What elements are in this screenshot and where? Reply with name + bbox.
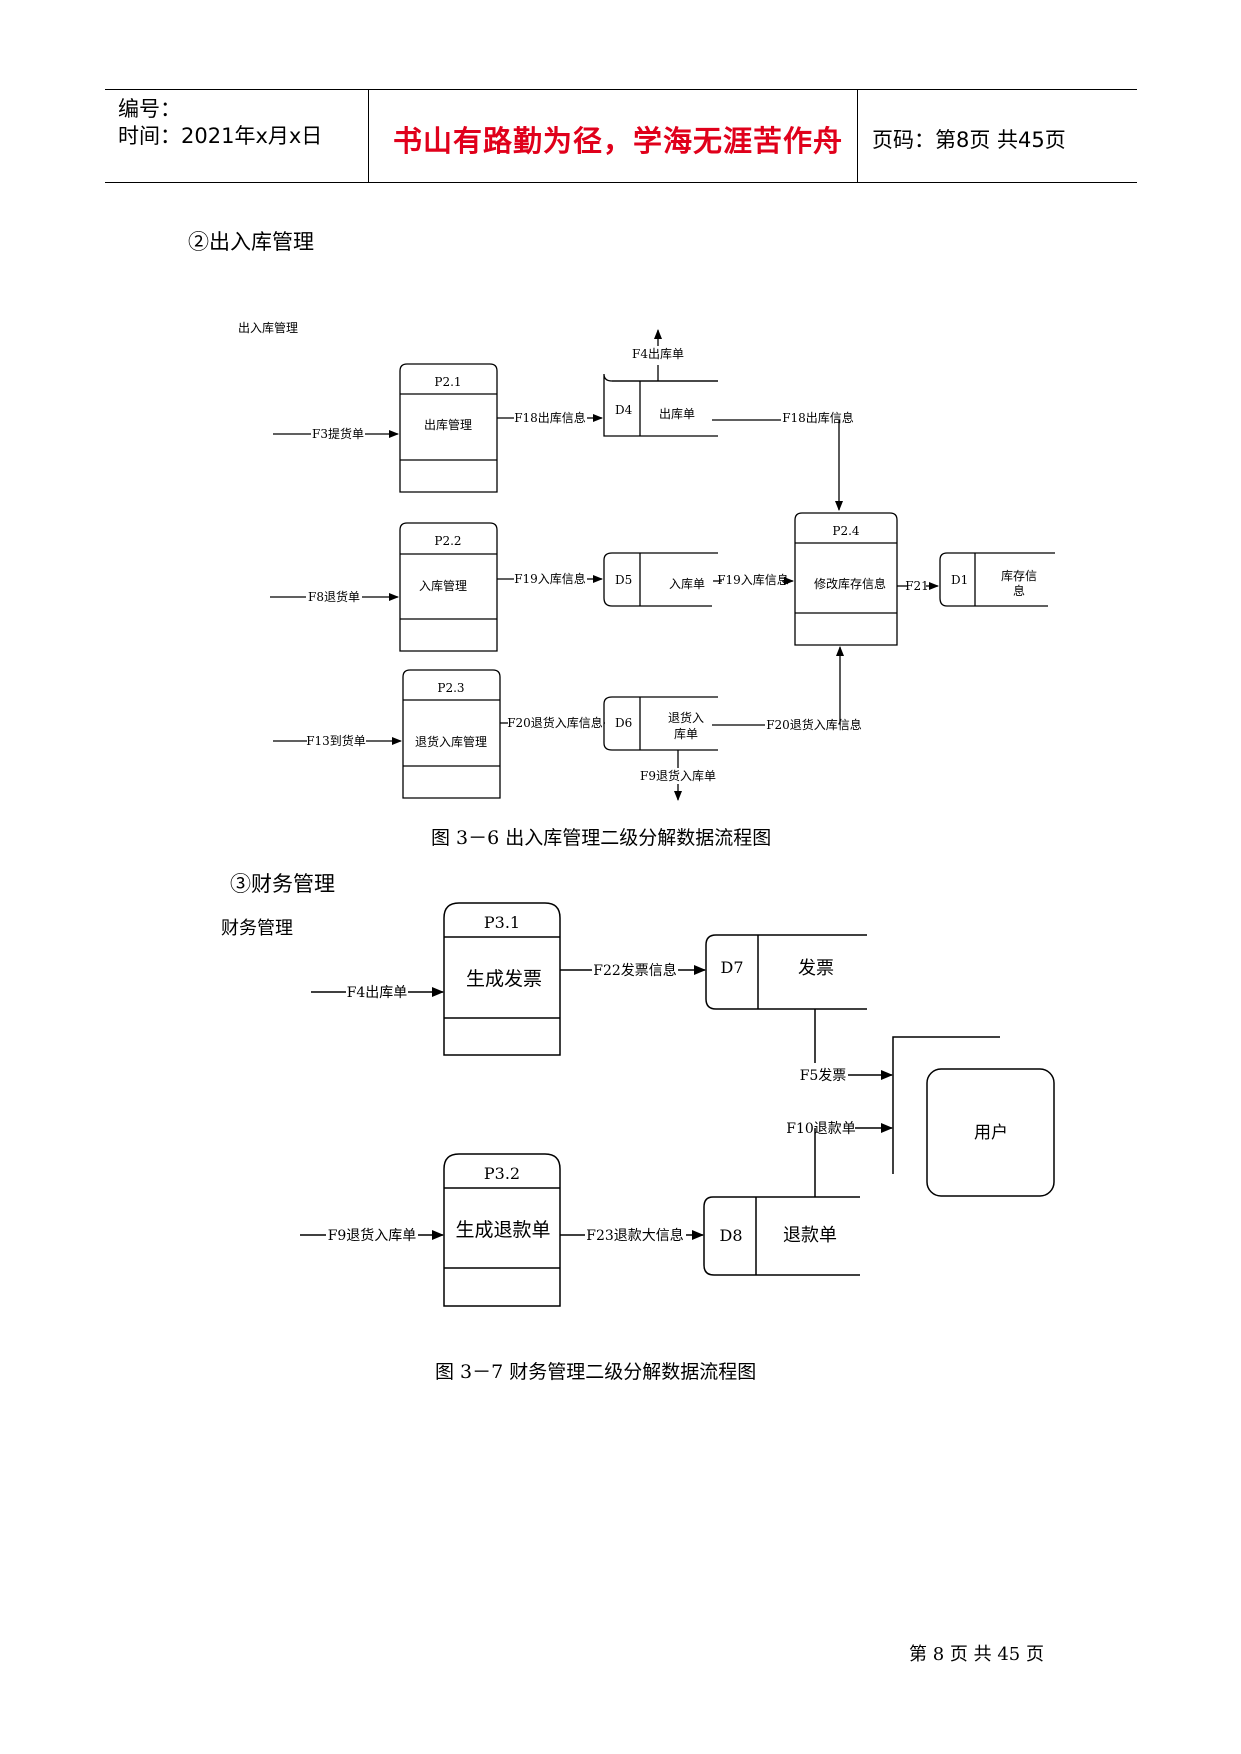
document-time-label: 时间：2021年x月x日 — [118, 124, 323, 148]
d6-id: D6 — [615, 716, 632, 730]
flow-f9-out: F9退货入库单 — [640, 768, 716, 783]
header-bottom-rule — [105, 182, 1137, 183]
process-p24 — [794, 512, 898, 646]
flow-f22: F22发票信息 — [593, 962, 677, 979]
flow-f10: F10退款单 — [786, 1121, 856, 1137]
flow-f5: F5发票 — [800, 1068, 847, 1084]
store-d5 — [603, 552, 718, 607]
flow-f13: F13到货单 — [306, 733, 366, 748]
d1-id: D1 — [951, 573, 968, 587]
process-p31 — [443, 902, 561, 1056]
p24-name: 修改库存信息 — [814, 576, 886, 591]
d5-id: D5 — [615, 573, 632, 587]
flow-f8: F8退货单 — [308, 589, 360, 604]
p21-id: P2.1 — [434, 375, 461, 389]
p22-name: 入库管理 — [419, 578, 467, 593]
inventory-dfd-diagram: 出入库管理 P2.1 出库管理 P2.2 入库管理 P2.3 退货入库管理 P2… — [238, 320, 1055, 801]
p23-id: P2.3 — [437, 681, 464, 695]
store-d8 — [703, 1196, 860, 1276]
process-p22 — [399, 522, 498, 652]
d8-id: D8 — [719, 1226, 742, 1245]
store-d7 — [705, 934, 867, 1010]
d7-id: D7 — [720, 958, 743, 977]
p32-id: P3.2 — [484, 1164, 520, 1183]
d6-name-1: 退货入 — [668, 710, 704, 725]
process-p21 — [399, 363, 498, 493]
entity-user-label: 用户 — [974, 1123, 1008, 1143]
flow-f19-a: F19入库信息 — [514, 571, 586, 586]
flow-f9-in: F9退货入库单 — [328, 1227, 417, 1244]
figure-caption-3-7: 图 3－7 财务管理二级分解数据流程图 — [435, 1361, 757, 1383]
header-top-rule — [105, 89, 1137, 90]
header-divider-left — [368, 89, 369, 183]
flow-f3: F3提货单 — [312, 426, 364, 441]
p23-name: 退货入库管理 — [415, 734, 487, 749]
flow-f4-in: F4出库单 — [347, 985, 408, 1001]
flow-f4-out: F4出库单 — [632, 346, 684, 361]
flow-f23: F23退款大信息 — [586, 1227, 684, 1244]
p31-id: P3.1 — [484, 913, 520, 932]
entity-user — [926, 1068, 1055, 1197]
entity-user-bracket — [892, 1036, 1000, 1174]
p21-name: 出库管理 — [424, 417, 472, 432]
d4-name: 出库单 — [659, 406, 695, 421]
process-p23 — [402, 669, 501, 799]
flow-f20-a: F20退货入库信息 — [507, 715, 603, 730]
d6-name-2: 库单 — [674, 726, 698, 741]
section-heading-inventory: ②出入库管理 — [188, 230, 314, 254]
d4-id: D4 — [615, 403, 633, 417]
p31-name: 生成发票 — [466, 968, 542, 990]
p22-id: P2.2 — [434, 534, 461, 548]
header-motto: 书山有路勤为径，学海无涯苦作舟 — [393, 124, 844, 158]
section-heading-finance: ③财务管理 — [230, 872, 335, 896]
flow-f19-b: F19入库信息 — [717, 572, 789, 587]
flow-f20-b: F20退货入库信息 — [766, 717, 862, 732]
flow-lines — [270, 329, 939, 801]
document-number-label: 编号： — [118, 97, 181, 121]
d7-name: 发票 — [798, 958, 834, 979]
header-divider-right — [857, 89, 858, 183]
d8-name: 退款单 — [783, 1225, 837, 1246]
header-page-label: 页码：第8页 共45页 — [872, 128, 1066, 152]
process-p32 — [443, 1153, 561, 1307]
store-d4 — [603, 373, 718, 437]
finance-flow-lines — [300, 965, 893, 1240]
footer-page-number: 第 8 页 共 45 页 — [909, 1644, 1044, 1665]
d1-name-1: 库存信 — [1001, 568, 1037, 583]
p32-name: 生成退款单 — [455, 1219, 550, 1241]
store-d1 — [939, 552, 1055, 607]
figure-caption-3-6: 图 3－6 出入库管理二级分解数据流程图 — [431, 827, 772, 849]
flow-f21: F21 — [905, 579, 929, 593]
diagram-title-inventory: 出入库管理 — [238, 320, 298, 335]
p24-id: P2.4 — [832, 524, 860, 538]
diagram-title-finance: 财务管理 — [221, 918, 293, 939]
d5-name: 入库单 — [669, 576, 705, 591]
flow-f18-a: F18出库信息 — [514, 410, 586, 425]
flow-f18-b: F18出库信息 — [782, 410, 854, 425]
d1-name-2: 息 — [1013, 583, 1025, 598]
